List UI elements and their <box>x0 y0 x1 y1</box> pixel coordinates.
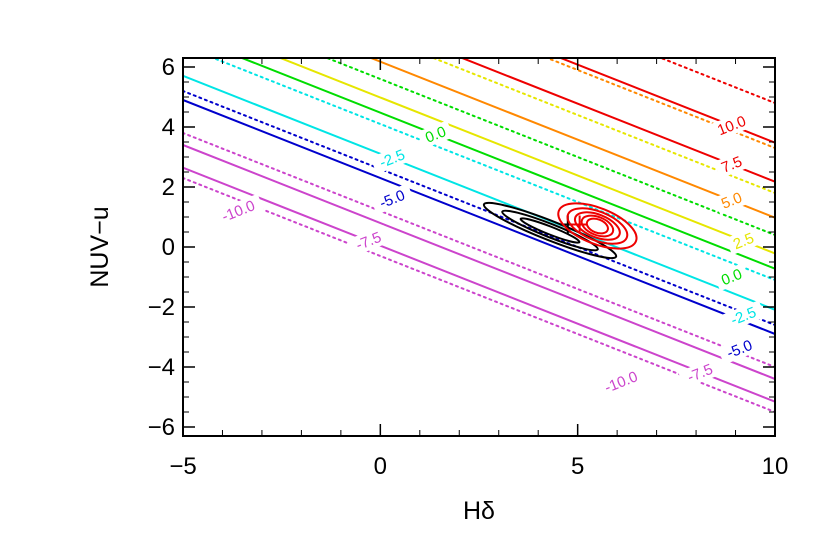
red-contour-2 <box>573 211 621 241</box>
y-tick-label: 0 <box>162 234 175 261</box>
contour-label-gap <box>725 226 762 256</box>
contour-label-gap <box>595 364 647 400</box>
contour-label-group-0a: -10.0 <box>212 193 265 229</box>
dotted-line-2 <box>183 89 775 327</box>
contour-label-group-6a: 5.0 <box>713 186 750 215</box>
dotted-line-3 <box>210 58 775 282</box>
contour-label-group-2a: -5.0 <box>370 183 415 215</box>
contour-label: 0.0 <box>719 266 745 289</box>
y-tick-label: 4 <box>162 114 175 141</box>
contour-line-3 <box>183 74 775 311</box>
black-contour-0 <box>482 201 618 260</box>
contour-line-0 <box>183 143 775 381</box>
contour-label-gap <box>713 186 750 215</box>
contour-label: -10.0 <box>602 368 640 396</box>
red-contour-3 <box>580 214 615 238</box>
contour-label: 7.5 <box>719 153 745 176</box>
contour-label-gap <box>721 300 766 332</box>
x-axis-title: Hδ <box>463 497 495 525</box>
axis-ticks <box>182 58 776 436</box>
dotted-line-4 <box>324 58 775 237</box>
tick-labels: −5 0 5 10 −6 −4 −2 0 2 4 6 <box>148 54 789 480</box>
contour-line-6 <box>368 58 775 219</box>
contour-label-group-0b: -10.0 <box>595 364 647 400</box>
contour-label-group-1b: -7.5 <box>678 357 722 389</box>
contour-label-group-4a: 0.0 <box>417 120 454 149</box>
red-contour-4 <box>585 217 609 235</box>
contour-label: 2.5 <box>731 230 757 253</box>
contour-label-gap <box>417 120 454 149</box>
x-tick-label: 0 <box>374 453 387 480</box>
contour-line-2 <box>183 98 775 336</box>
dotted-line-1 <box>183 131 775 369</box>
contour-line-5 <box>277 58 775 255</box>
x-tick-label: 5 <box>571 453 584 480</box>
contour-line-8 <box>558 58 775 144</box>
contour-label-gap <box>212 193 265 229</box>
contour-label-gap <box>713 150 750 179</box>
contour-label: 0.0 <box>423 123 449 146</box>
contour-label-gap <box>709 109 754 142</box>
black-contour-1 <box>501 209 599 252</box>
contour-label-group-5a: 2.5 <box>725 226 762 256</box>
black-contour-2 <box>519 217 581 244</box>
contour-label-group-7a: 7.5 <box>713 150 750 179</box>
contour-label: -10.0 <box>219 197 257 225</box>
red-contour-1 <box>566 207 629 245</box>
plot-area <box>183 58 775 414</box>
contour-label-gap <box>370 183 415 215</box>
contour-label-gap <box>713 262 750 292</box>
y-tick-label: 2 <box>162 174 175 201</box>
x-tick-label: −5 <box>169 453 196 480</box>
x-tick-label: 10 <box>762 453 789 480</box>
red-contour-0 <box>557 202 638 250</box>
dotted-line-5 <box>430 58 775 195</box>
y-axis-title: NUV−u <box>86 206 114 287</box>
contour-label-group-2b: -5.0 <box>717 333 762 365</box>
y-tick-label: −4 <box>148 354 175 381</box>
contour-label-group-3a: -2.5 <box>370 142 415 175</box>
contour-label-gap <box>346 225 391 257</box>
contour-label-gap <box>717 333 762 365</box>
dotted-line-7 <box>658 58 775 105</box>
y-tick-label: −2 <box>148 294 175 321</box>
dotted-line-6 <box>544 58 775 150</box>
contour-label-gap <box>370 142 415 175</box>
contour-label: 5.0 <box>719 189 745 212</box>
y-tick-label: −6 <box>148 414 175 441</box>
contour-line-4 <box>239 58 775 270</box>
contour-line-7 <box>459 58 775 183</box>
contour-label: 10.0 <box>715 113 748 140</box>
contour-label-group-4b: 0.0 <box>713 262 750 292</box>
y-tick-label: 6 <box>162 54 175 81</box>
contour-label-gap <box>678 357 722 389</box>
